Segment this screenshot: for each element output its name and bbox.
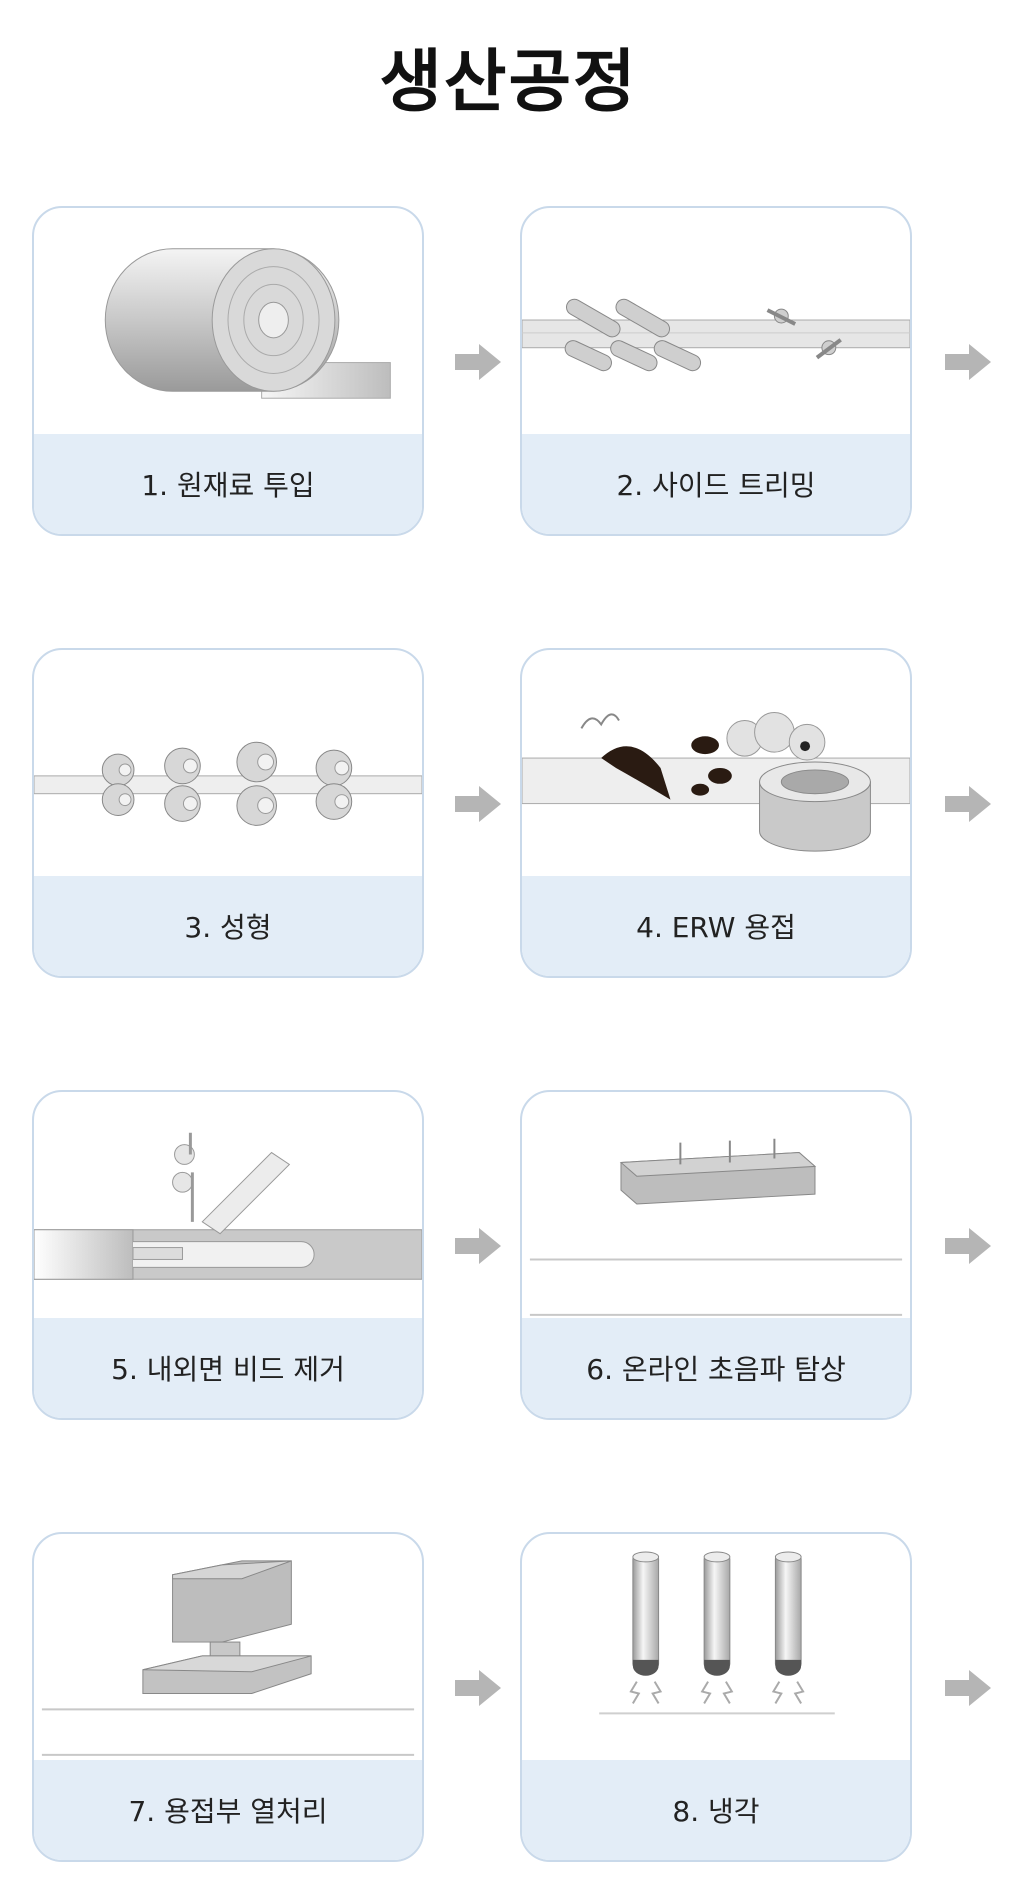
arrow-right-icon [945,1668,993,1708]
step-label-7: 7. 용접부 열처리 [34,1760,422,1860]
arrow-right-icon [455,1226,503,1266]
erw-welding-icon [522,650,910,878]
step-label-1: 1. 원재료 투입 [34,434,422,534]
arrow-right-icon [455,1668,503,1708]
step-card-7: 7. 용접부 열처리 [32,1532,424,1862]
ultrasonic-inspection-icon [522,1092,910,1320]
arrow-right-icon [945,1226,993,1266]
step-card-6: 6. 온라인 초음파 탐상 [520,1090,912,1420]
bead-removal-icon [34,1092,422,1320]
step-card-1: 1. 원재료 투입 [32,206,424,536]
step-label-6: 6. 온라인 초음파 탐상 [522,1318,910,1418]
heat-treatment-icon [34,1534,422,1762]
arrow-right-icon [455,342,503,382]
step-card-4: 4. ERW 용접 [520,648,912,978]
cooling-icon [522,1534,910,1762]
step-label-3: 3. 성형 [34,876,422,976]
forming-rolls-icon [34,650,422,878]
side-trimming-icon [522,208,910,436]
step-label-5: 5. 내외면 비드 제거 [34,1318,422,1418]
arrow-right-icon [945,342,993,382]
step-label-2: 2. 사이드 트리밍 [522,434,910,534]
page-title: 생산공정 [379,43,638,122]
step-label-4: 4. ERW 용접 [522,876,910,976]
step-card-2: 2. 사이드 트리밍 [520,206,912,536]
step-label-8: 8. 냉각 [522,1760,910,1860]
arrow-right-icon [455,784,503,824]
coil-icon [34,208,422,436]
step-card-3: 3. 성형 [32,648,424,978]
step-card-8: 8. 냉각 [520,1532,912,1862]
arrow-right-icon [945,784,993,824]
step-card-5: 5. 내외면 비드 제거 [32,1090,424,1420]
